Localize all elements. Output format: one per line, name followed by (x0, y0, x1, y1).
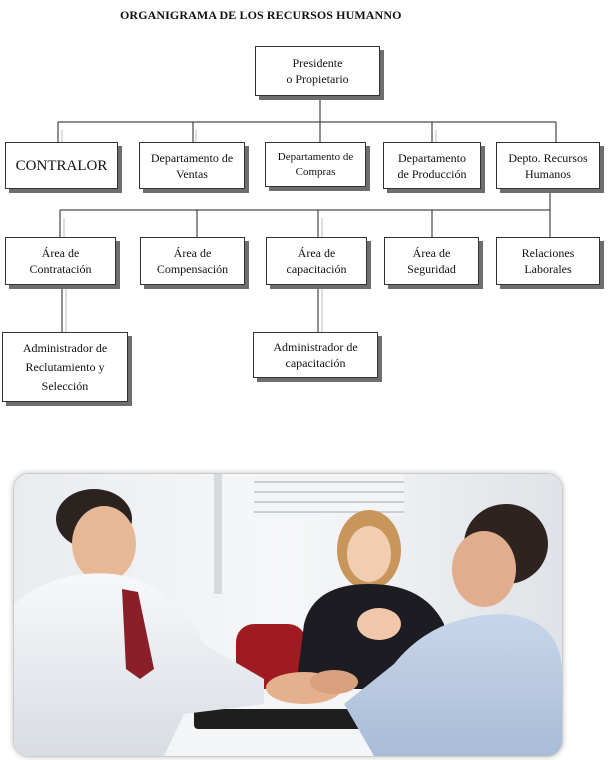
node-admin-capacitacion-label: Administrador de capacitación (273, 340, 358, 370)
node-admin-reclutamiento: Administrador de Reclutamiento y Selecci… (2, 332, 128, 402)
node-contralor-label: CONTRALOR (15, 157, 108, 174)
node-dept-ventas-label: Departamento de Ventas (150, 150, 234, 181)
node-dept-compras-label: Departamento de Compras (277, 150, 354, 178)
chart-title: ORGANIGRAMA DE LOS RECURSOS HUMANNO (120, 8, 402, 22)
node-relaciones-laborales-label: Relaciones Laborales (521, 246, 575, 276)
node-area-seguridad: Área de Seguridad (384, 237, 479, 285)
node-area-seguridad-label: Área de Seguridad (407, 246, 456, 276)
node-admin-reclutamiento-label: Administrador de Reclutamiento y Selecci… (22, 340, 108, 393)
node-dept-produccion: Departamento de Producción (383, 142, 481, 189)
node-area-contratacion-label: Área de Contratación (29, 246, 92, 276)
node-admin-capacitacion: Administrador de capacitación (253, 332, 378, 378)
node-dept-produccion-label: Departamento de Producción (397, 150, 467, 181)
meeting-photo (13, 473, 563, 757)
node-area-contratacion: Área de Contratación (5, 237, 116, 285)
node-area-capacitacion: Área de capacitación (266, 237, 367, 285)
node-dept-rrhh-label: Depto. Recursos Humanos (508, 150, 588, 181)
node-dept-compras: Departamento de Compras (265, 142, 366, 187)
node-area-compensacion: Área de Compensación (140, 237, 245, 285)
node-dept-rrhh: Depto. Recursos Humanos (496, 142, 600, 189)
node-area-capacitacion-label: Área de capacitación (286, 246, 347, 276)
node-dept-ventas: Departamento de Ventas (139, 142, 245, 189)
node-area-compensacion-label: Área de Compensación (156, 246, 229, 276)
node-president: Presidente o Propietario (255, 46, 380, 96)
connector-lines (57, 100, 557, 332)
node-contralor: CONTRALOR (5, 142, 118, 189)
node-relaciones-laborales: Relaciones Laborales (496, 237, 600, 285)
node-president-label: Presidente o Propietario (286, 56, 349, 86)
